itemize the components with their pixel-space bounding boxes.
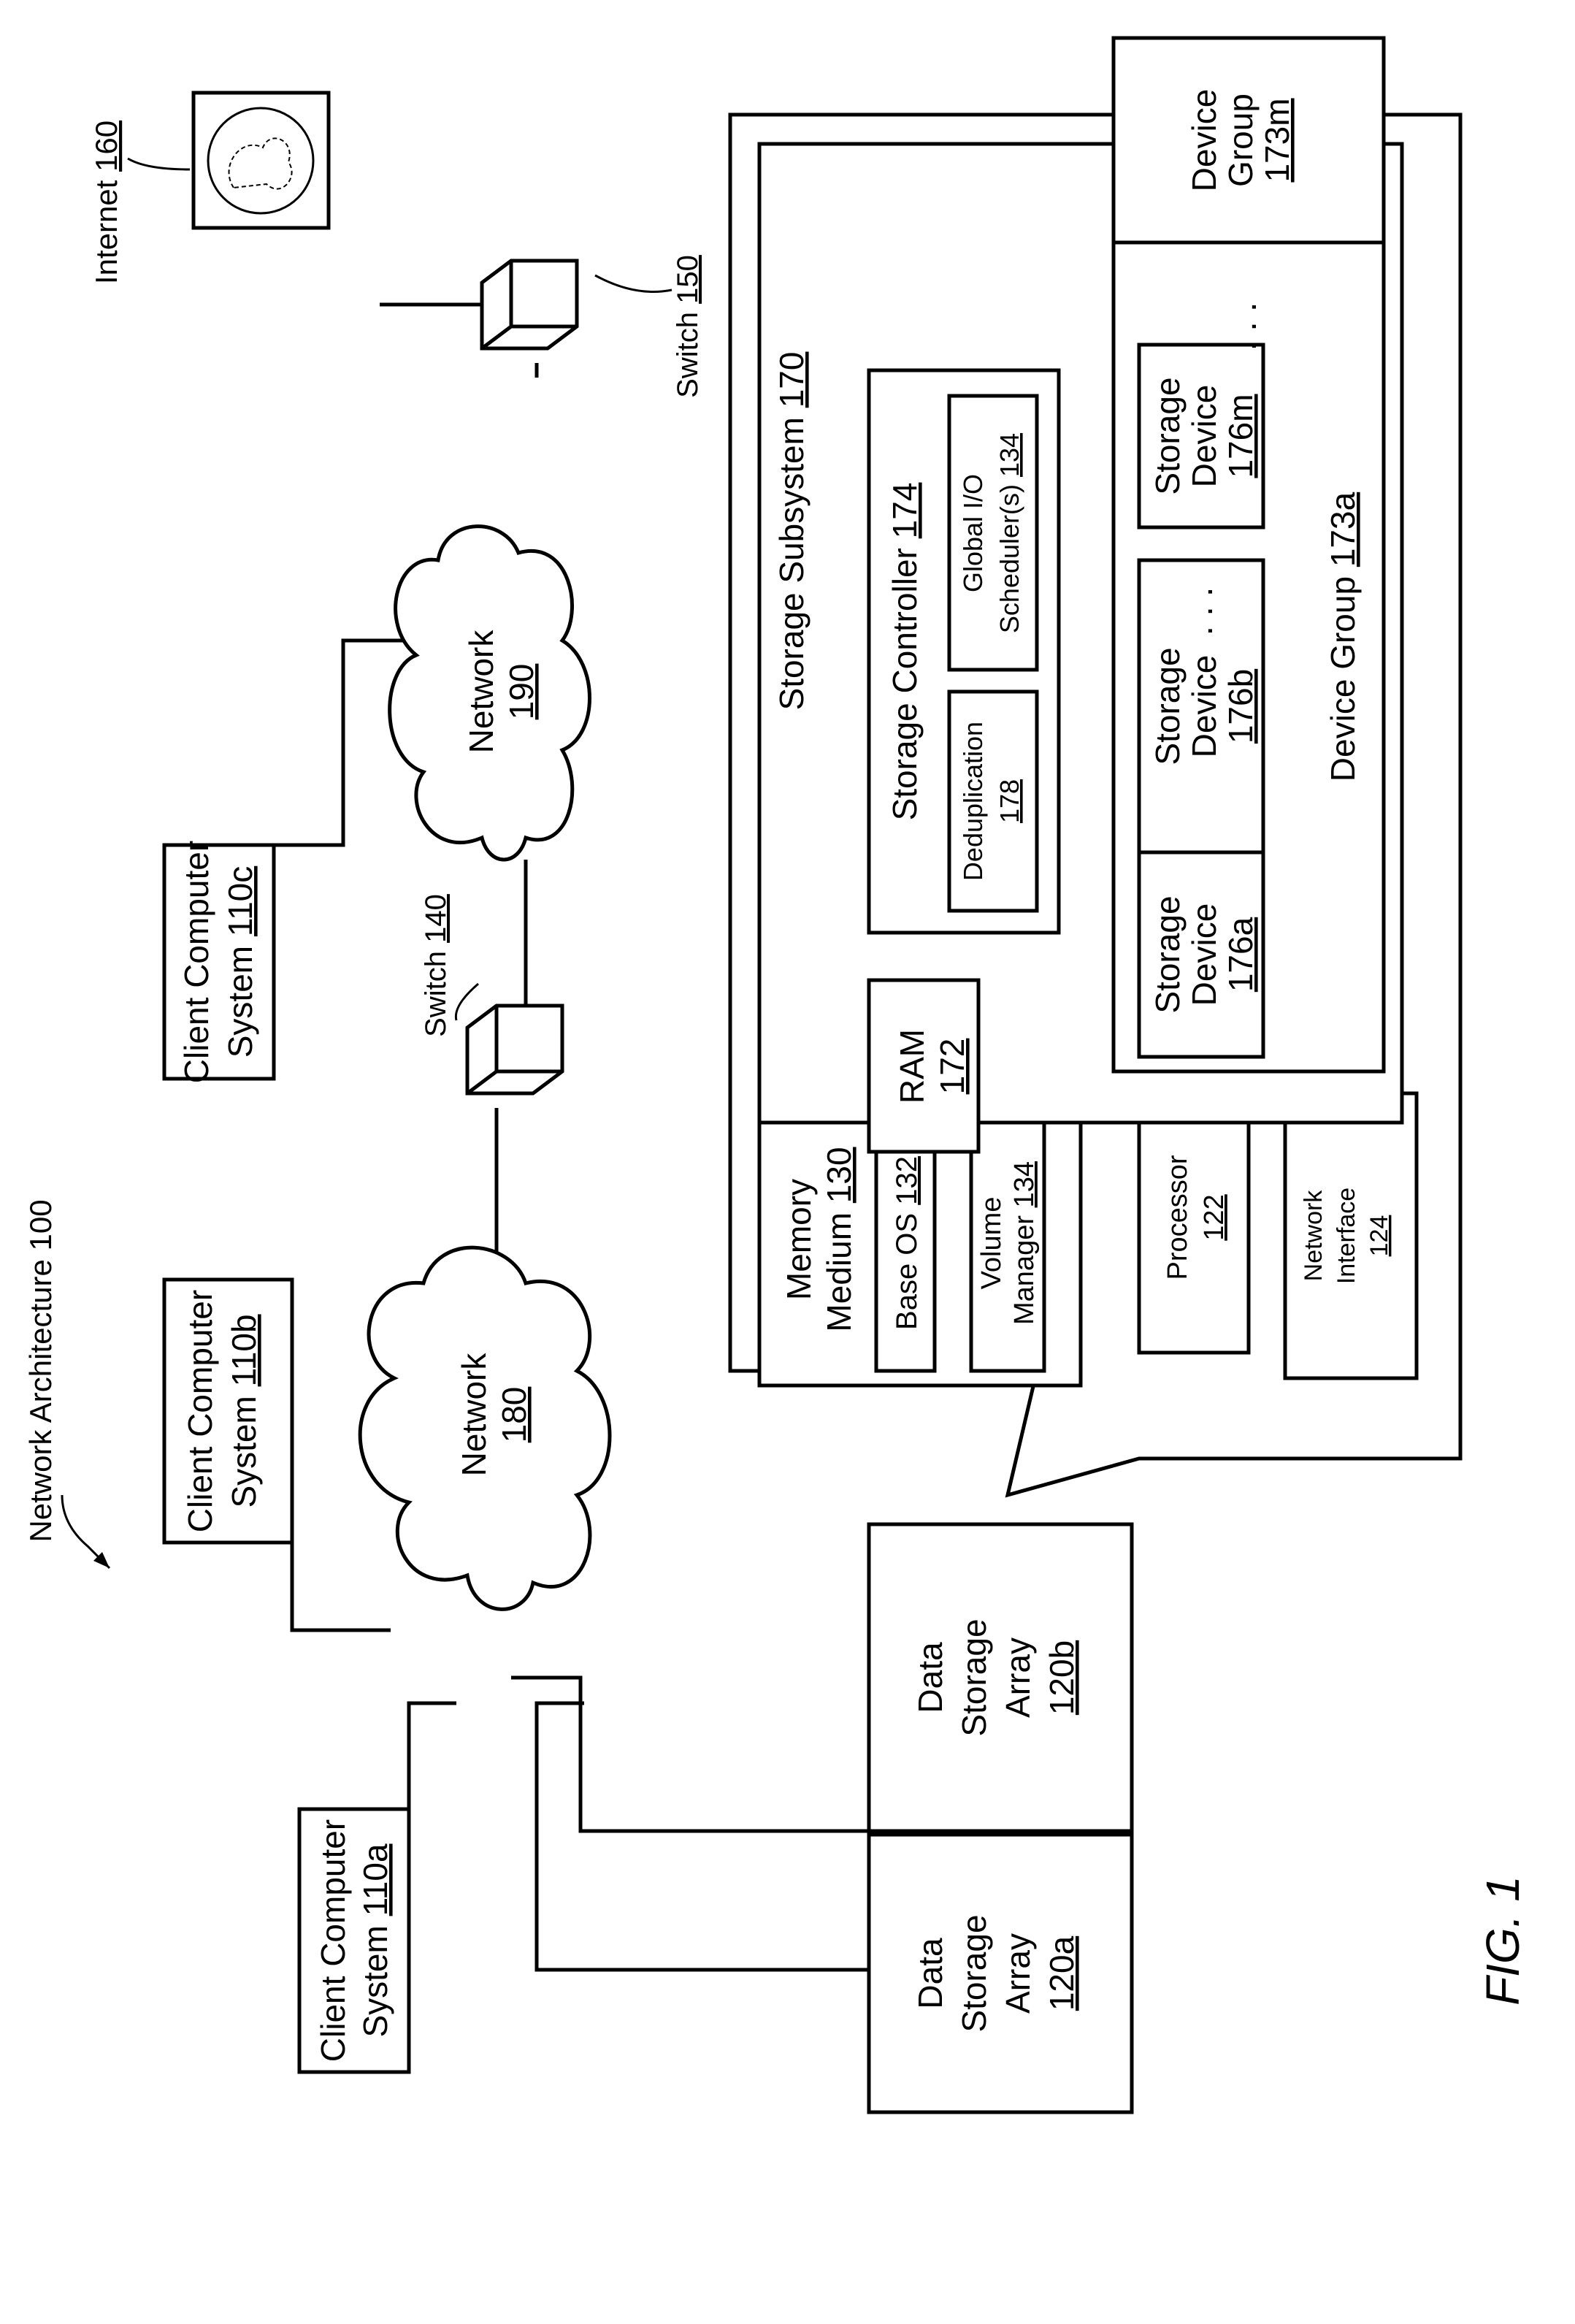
client-110a-line2: System 110a xyxy=(356,1843,394,2037)
array-120a-line3: Array xyxy=(999,1933,1037,2014)
array-120b-ref: 120b xyxy=(1043,1640,1081,1715)
switch-150-leader xyxy=(595,275,672,292)
dedup-label: Deduplication xyxy=(958,722,988,881)
client-110b-line2: System 110b xyxy=(225,1314,263,1507)
device-176a-ref: 176a xyxy=(1222,917,1260,992)
memory-line1: Memory xyxy=(780,1179,818,1300)
line-110b-180 xyxy=(292,1543,391,1630)
controller-label: Storage Controller 174 xyxy=(886,483,924,821)
group-173a-label: Device Group 173a xyxy=(1324,492,1362,781)
switch-140-leader xyxy=(456,984,478,1020)
array-120a-ref: 120a xyxy=(1043,1935,1081,2011)
architecture-pointer xyxy=(62,1495,110,1568)
switch-150-label: Switch 150 xyxy=(672,255,704,398)
switch-140-label: Switch 140 xyxy=(420,894,452,1037)
network-interface-ref: 124 xyxy=(1365,1215,1393,1257)
device-176m-line2: Device xyxy=(1185,385,1223,488)
client-110c-line2: System 110c xyxy=(221,866,259,1058)
array-120a-line2: Storage xyxy=(955,1914,993,2032)
internet-leader xyxy=(128,158,190,169)
ram-label: RAM xyxy=(893,1029,931,1104)
device-176m-ref: 176m xyxy=(1222,394,1260,478)
device-ellipsis-1: . . . xyxy=(1181,587,1220,636)
architecture-label: Network Architecture 100 xyxy=(23,1199,58,1542)
scheduler-line1: Global I/O xyxy=(958,474,988,592)
internet-icon xyxy=(193,93,329,228)
line-120a-180 xyxy=(537,1703,869,1970)
processor-label: Processor xyxy=(1162,1155,1193,1280)
network-interface-line1: Network xyxy=(1300,1190,1327,1282)
device-176a-line1: Storage xyxy=(1149,895,1187,1013)
network-180-ref: 180 xyxy=(495,1387,533,1443)
group-173m-line1: Device xyxy=(1185,89,1223,192)
device-ellipsis-2: . . . xyxy=(1225,302,1264,351)
scheduler-line2: Scheduler(s) 134 xyxy=(995,433,1024,633)
client-110a-line1: Client Computer xyxy=(314,1819,352,2062)
group-173m-line2: Group xyxy=(1222,93,1260,187)
device-176b-line2: Device xyxy=(1185,655,1223,758)
array-boxes xyxy=(869,1524,1132,2112)
processor-ref: 122 xyxy=(1199,1194,1230,1240)
volume-manager-line2: Manager 134 xyxy=(1009,1161,1040,1325)
array-120b-line3: Array xyxy=(999,1637,1037,1718)
network-interface-line2: Interface xyxy=(1333,1188,1360,1284)
line-120b-180 xyxy=(511,1678,869,1831)
network-190-label: Network xyxy=(462,630,500,754)
subsystem-label: Storage Subsystem 170 xyxy=(773,352,811,711)
array-120b-line1: Data xyxy=(911,1642,949,1713)
figure-label: FIG. 1 xyxy=(1476,1876,1529,2006)
ram-ref: 172 xyxy=(933,1039,971,1095)
client-110b-line1: Client Computer xyxy=(181,1290,219,1532)
switch-150-shape xyxy=(482,261,577,348)
device-176a-line2: Device xyxy=(1185,903,1223,1006)
internet-label: Internet 160 xyxy=(89,121,123,284)
device-176b-ref: 176b xyxy=(1222,669,1260,744)
array-120b-line2: Storage xyxy=(955,1618,993,1736)
client-110c-line1: Client Computer xyxy=(177,841,215,1083)
switch-140-shape xyxy=(467,1006,562,1093)
dedup-ref: 178 xyxy=(995,779,1024,823)
group-173m-ref: 173m xyxy=(1258,98,1296,182)
device-176m-line1: Storage xyxy=(1149,377,1187,494)
line-110a-180 xyxy=(409,1703,456,1809)
volume-manager-line1: Volume xyxy=(976,1197,1007,1290)
base-os-label: Base OS 132 xyxy=(891,1156,923,1330)
memory-line2: Medium 130 xyxy=(820,1147,858,1331)
device-176b-line1: Storage xyxy=(1149,647,1187,765)
network-190-ref: 190 xyxy=(502,664,540,720)
network-180-label: Network xyxy=(455,1353,493,1477)
array-120a-line1: Data xyxy=(911,1938,949,2009)
